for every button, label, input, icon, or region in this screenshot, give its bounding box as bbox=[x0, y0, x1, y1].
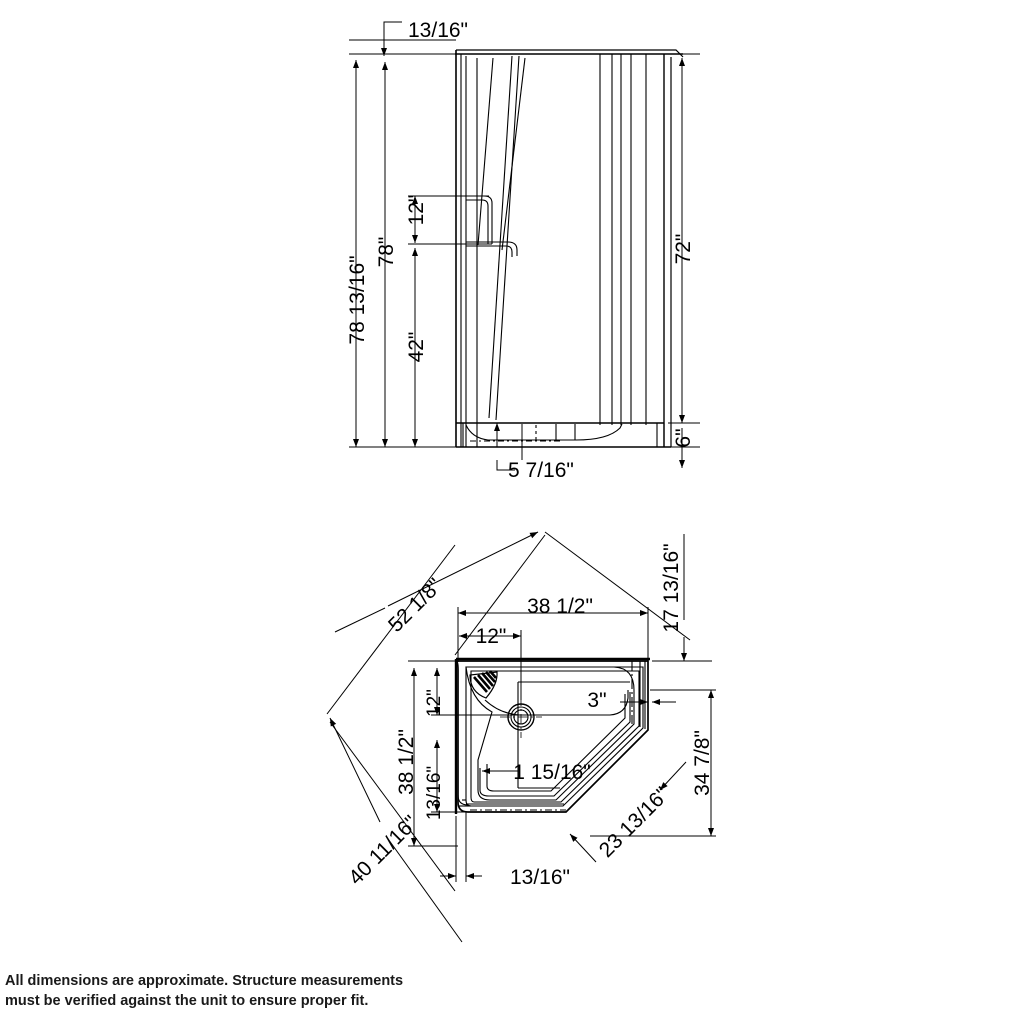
disclaimer-line-2: must be verified against the unit to ens… bbox=[5, 992, 369, 1009]
dim-wall-thickness-top: 13/16" bbox=[408, 19, 468, 42]
dim-overall-height: 78 13/16" bbox=[346, 255, 369, 344]
elevation-dimension-lines bbox=[349, 21, 700, 471]
dim-interior-offset: 1 15/16" bbox=[513, 761, 591, 784]
dim-diagonal-overall: 52 1/8" bbox=[384, 574, 447, 637]
dim-door-height: 72" bbox=[672, 234, 695, 265]
dim-right-wall-offset: 3" bbox=[587, 689, 606, 712]
dim-right-depth: 34 7/8" bbox=[691, 730, 714, 796]
dim-threshold-thickness: 13/16" bbox=[510, 866, 570, 889]
dim-left-wall-thickness: 13/16" bbox=[424, 766, 445, 820]
dim-front-width: 38 1/2" bbox=[527, 595, 593, 618]
elevation-geometry bbox=[455, 49, 684, 448]
plan-geometry bbox=[454, 657, 650, 814]
dim-base-height: 6" bbox=[672, 428, 695, 447]
disclaimer-note: All dimensions are approximate. Structur… bbox=[5, 972, 425, 1011]
dim-front-diagonal: 23 13/16" bbox=[595, 783, 674, 862]
dim-left-offset: 12" bbox=[424, 689, 445, 717]
disclaimer-line-1: All dimensions are approximate. Structur… bbox=[5, 973, 404, 989]
dim-side-depth: 38 1/2" bbox=[395, 729, 418, 795]
dim-shelf-opening: 12" bbox=[405, 195, 428, 226]
dim-base-offset: 5 7/16" bbox=[508, 459, 574, 482]
plan-dimension-lines bbox=[326, 531, 716, 943]
dim-unit-height: 78" bbox=[375, 237, 398, 268]
dim-corner-offset: 12" bbox=[476, 625, 507, 648]
dim-diagonal-left: 40 11/16" bbox=[344, 811, 422, 889]
dim-right-diagonal: 17 13/16" bbox=[660, 543, 683, 632]
dim-seat-shelf-top: 42" bbox=[405, 332, 428, 363]
